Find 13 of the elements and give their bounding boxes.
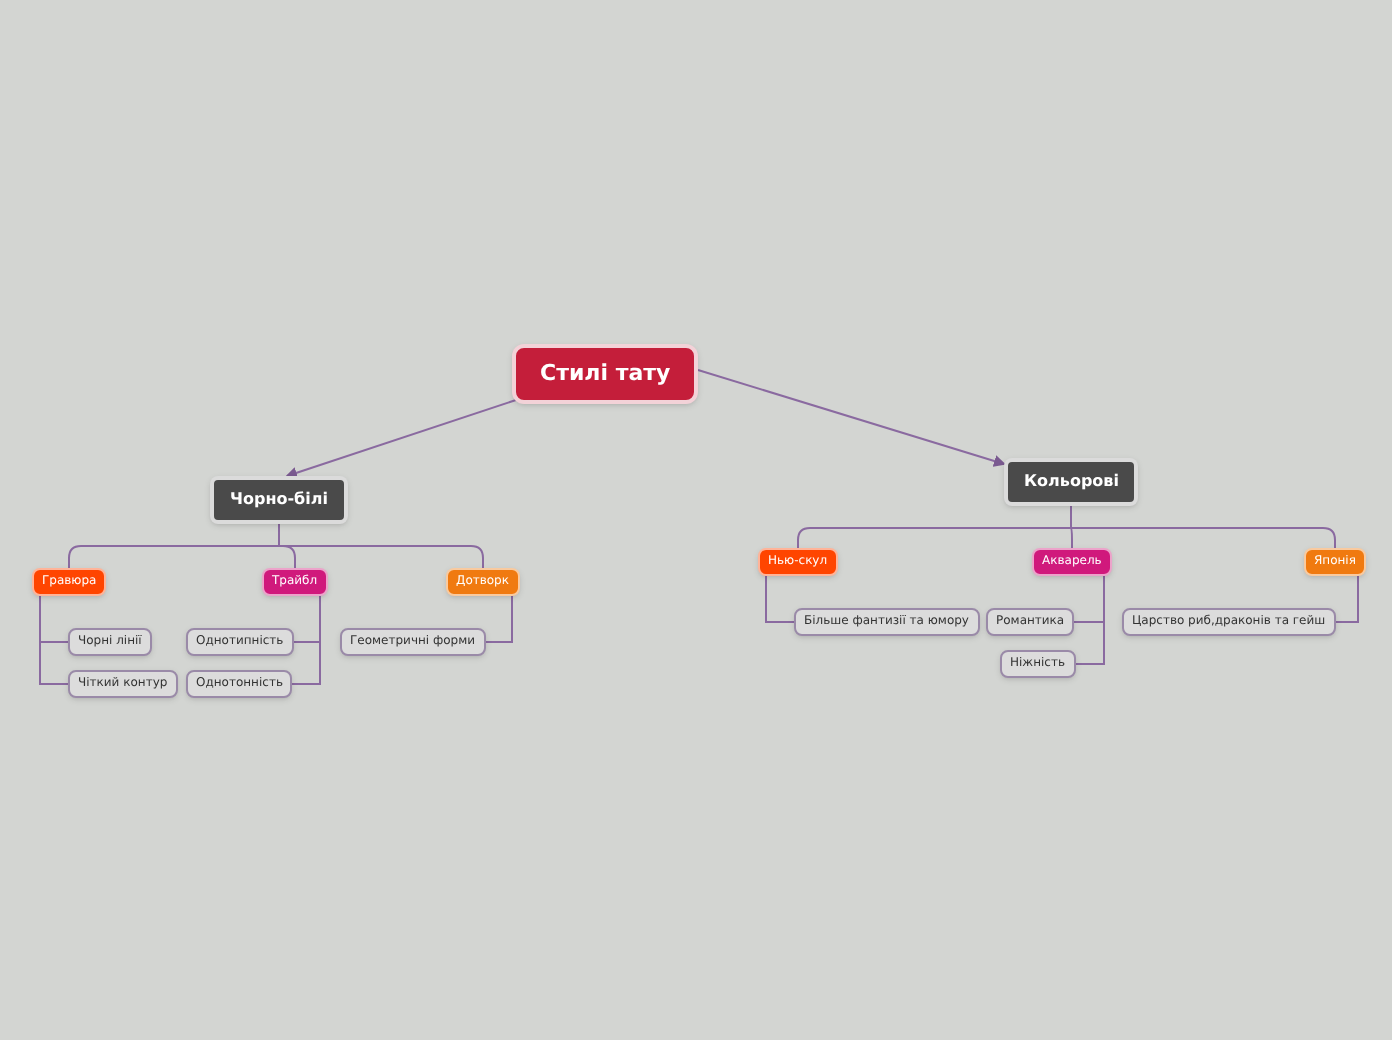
root-topic-box: Стилі тату [512,344,699,404]
connector-line [1070,505,1336,549]
main-topic-box: Чорно-білі [210,476,348,524]
connector-line [1335,575,1359,623]
connector-line [485,595,513,643]
main-topic-box: Кольорові [1004,458,1139,506]
connector-line [39,595,69,685]
connector-line [765,575,795,623]
connector-line [1075,575,1105,665]
connector-line [697,369,1006,467]
connector-line [291,595,321,685]
connector-line [278,523,484,569]
connector-line [285,399,517,479]
